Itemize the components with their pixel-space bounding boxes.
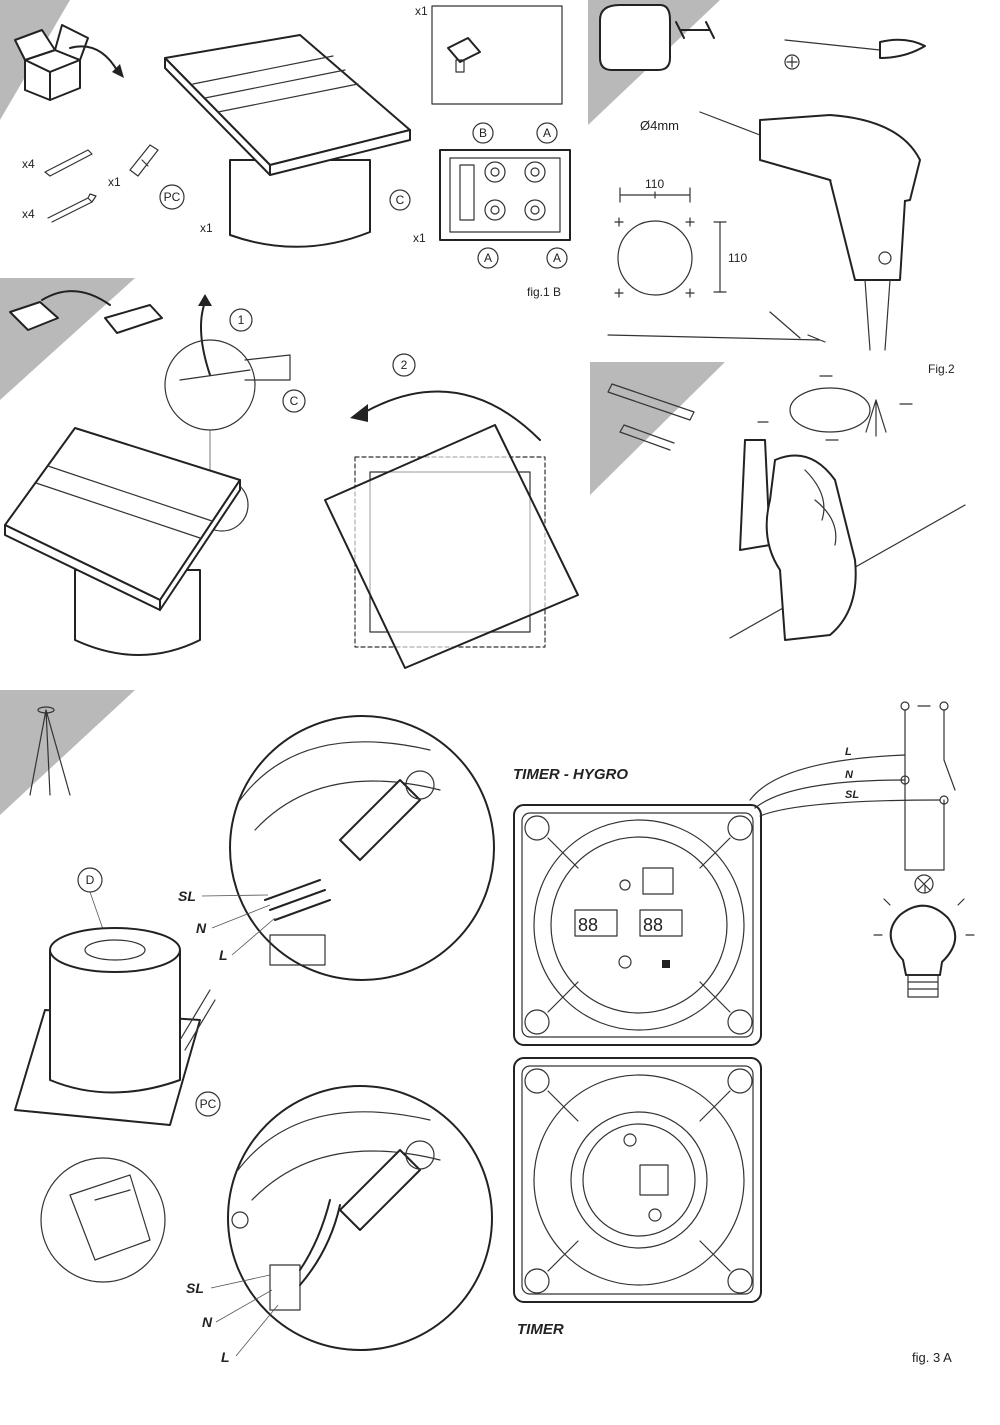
qty-anchor: x4 <box>22 157 35 171</box>
callout-b-label: B <box>479 126 487 140</box>
rotated-cover-icon <box>324 424 579 669</box>
fan-motor-icon <box>14 927 216 1126</box>
step-2-marker <box>392 353 416 377</box>
model-timer-hygro-panel <box>513 804 762 1046</box>
cable-icon <box>607 311 826 343</box>
callout-a-top-label: A <box>543 126 551 140</box>
hand-with-tool-icon <box>739 439 857 641</box>
lamp-stand-icon <box>29 709 71 796</box>
arrow-rotate-icon <box>364 390 541 441</box>
hygro-wire-sl: SL <box>178 888 196 904</box>
model-title-timer-hygro: TIMER - HYGRO <box>513 766 628 783</box>
timer-wire-sl: SL <box>186 1280 204 1296</box>
step-1-marker <box>229 308 253 332</box>
cable-clip-icon <box>129 144 159 177</box>
qty-terminal: x1 <box>413 231 426 245</box>
screwdriver-shaft <box>784 39 881 51</box>
qty-fan: x1 <box>200 221 213 235</box>
step-2-label: 2 <box>401 358 408 372</box>
mains-l: L <box>845 746 852 758</box>
qty-screw: x4 <box>22 207 35 221</box>
panel-wiring: D PC SL N L <box>0 690 975 1365</box>
callout-d-label: D <box>86 873 95 887</box>
template-width-label: 110 <box>645 177 664 191</box>
pc-callout-fan-label: PC <box>200 1097 217 1111</box>
fan-body-icon <box>599 4 671 71</box>
detail-zoom-1 <box>164 339 256 431</box>
terminal-block-icon <box>439 149 571 241</box>
fan-with-cover-icon <box>4 427 241 656</box>
fig2-caption: Fig.2 <box>928 362 955 376</box>
pc-callout-fan <box>195 1091 221 1117</box>
model-timer-panel <box>513 1057 762 1303</box>
drill-template <box>614 187 727 298</box>
fig1-caption: fig.1 B <box>527 285 561 299</box>
wrench-icon <box>675 21 715 39</box>
callout-a-right-label: A <box>553 251 561 265</box>
hygro-wire-n: N <box>196 920 207 936</box>
screwdriver-icon <box>879 38 926 59</box>
model-title-timer: TIMER <box>517 1321 564 1338</box>
callout-c-step1 <box>282 389 306 413</box>
corner-tab <box>590 362 725 495</box>
hygro-wire-l: L <box>219 947 228 963</box>
display-left: 88 <box>578 915 598 935</box>
callout-c <box>389 189 411 211</box>
cover-panel-icon <box>104 304 163 334</box>
zoom-hygro-wiring <box>229 715 495 981</box>
phillips-icon <box>784 54 800 70</box>
hole-outline <box>789 387 871 433</box>
knob-frame <box>431 5 563 105</box>
timer-wire-l: L <box>221 1349 230 1365</box>
display-right: 88 <box>643 915 663 935</box>
fan-unit-icon <box>164 34 411 248</box>
tripod-icon <box>865 399 887 437</box>
knob-icon <box>447 37 481 63</box>
drill-diameter-label: Ø4mm <box>640 118 679 133</box>
arrow-head-icon <box>112 64 124 78</box>
drill-bit-icon <box>607 383 695 421</box>
callout-a-right <box>546 247 568 269</box>
callout-a-left-label: A <box>484 251 492 265</box>
qty-knob: x1 <box>415 4 428 18</box>
open-box-icon <box>14 24 89 101</box>
panel-drilling: Ø4mm 110 110 Fig.2 <box>588 0 955 376</box>
corner-tab <box>0 690 135 815</box>
mains-circuit <box>749 701 956 894</box>
callout-c-step1-label: C <box>290 394 299 408</box>
callout-c-label: C <box>396 193 405 207</box>
panel-package-contents: x4 x4 x1 PC x1 x1 <box>0 0 571 299</box>
wall-plug-icon <box>44 149 93 177</box>
arrow-icon <box>69 45 119 73</box>
drill-icon <box>699 111 921 351</box>
zoom-timer-wiring <box>227 1085 493 1351</box>
plug-icon <box>619 424 675 451</box>
pc-callout-label: PC <box>164 190 181 204</box>
mains-sl: SL <box>845 789 859 801</box>
panel-remove-cover: 1 C 2 <box>0 278 579 669</box>
detail-clip-zoom <box>40 1157 166 1283</box>
arrow-up-icon <box>200 301 211 376</box>
corner-tab <box>0 278 135 400</box>
fig3-caption: fig. 3 A <box>912 1350 952 1365</box>
step-1-label: 1 <box>238 313 245 327</box>
arrow-icon <box>41 290 111 306</box>
light-bulb-icon <box>873 884 975 998</box>
callout-a-left <box>477 247 499 269</box>
template-height-label: 110 <box>728 251 747 265</box>
panel-wall-plugs <box>590 362 966 641</box>
pc-callout <box>159 184 185 210</box>
small-fan-icon <box>9 301 59 331</box>
qty-clip: x1 <box>108 175 121 189</box>
timer-wire-n: N <box>202 1314 213 1330</box>
mains-n: N <box>845 769 854 781</box>
callout-b <box>472 122 494 144</box>
callout-a-top <box>536 122 558 144</box>
screw-icon <box>47 193 97 223</box>
